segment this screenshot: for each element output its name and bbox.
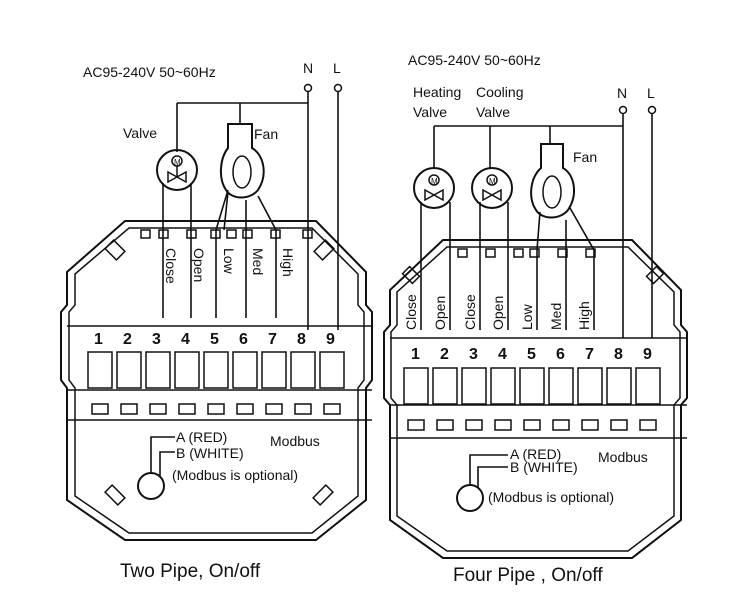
modbus-label: Modbus — [270, 433, 320, 449]
svg-text:M: M — [431, 177, 438, 186]
valve-motor-icon: M — [156, 149, 198, 191]
terminal-3: 3 — [152, 331, 161, 348]
terminal-1: 1 — [94, 331, 103, 348]
four-pipe-diagram: AC95-240V 50~60Hz N L Heating Valve Cool… — [383, 52, 688, 586]
terminal-2: 2 — [123, 331, 132, 348]
terminal-6: 6 — [239, 331, 248, 348]
supply-voltage-label: AC95-240V 50~60Hz — [83, 64, 216, 80]
fan-label: Fan — [573, 149, 597, 165]
wire-label-close: Close — [163, 248, 179, 284]
modbus-connector: A (RED) B (WHITE) Modbus (Modbus is opti… — [456, 446, 648, 512]
wire-label-open: Open — [191, 248, 207, 282]
modbus-b-label: B (WHITE) — [510, 459, 578, 475]
supply-voltage-label: AC95-240V 50~60Hz — [408, 52, 541, 68]
wire-label-low: Low — [221, 248, 237, 275]
two-pipe-diagram: AC95-240V 50~60Hz N L Valve M Fan — [60, 60, 373, 582]
line-terminal-icon — [647, 105, 657, 115]
terminal-8: 8 — [297, 331, 306, 348]
neutral-terminal-icon — [618, 105, 628, 115]
cooling-valve-motor-icon: M — [471, 167, 513, 209]
wire-label-high: High — [280, 248, 296, 277]
terminal-7: 7 — [268, 331, 277, 348]
fan-label: Fan — [254, 126, 278, 142]
cooling-valve-label: Cooling — [476, 84, 523, 100]
caption-four-pipe: Four Pipe , On/off — [453, 565, 603, 586]
modbus-connector: A (RED) B (WHITE) Modbus (Modbus is opti… — [137, 429, 320, 500]
wire-label-high: High — [576, 301, 592, 330]
terminal-5: 5 — [210, 331, 219, 348]
terminal-7: 7 — [585, 346, 594, 363]
wire-label-med: Med — [250, 248, 266, 275]
caption-two-pipe: Two Pipe, On/off — [120, 561, 261, 582]
wire-label-close-heating: Close — [403, 294, 419, 330]
heating-valve-label: Heating — [413, 84, 461, 100]
modbus-optional-note: (Modbus is optional) — [172, 467, 298, 483]
terminal-1: 1 — [411, 346, 420, 363]
terminal-3: 3 — [469, 346, 478, 363]
line-label: L — [647, 85, 655, 101]
neutral-label: N — [617, 85, 627, 101]
thermostat-body: 1 2 3 4 5 6 7 8 9 — [383, 239, 688, 559]
terminal-6: 6 — [556, 346, 565, 363]
thermostat-body: 1 2 3 4 5 6 7 8 9 — [60, 220, 373, 541]
svg-text:M: M — [174, 158, 181, 167]
svg-text:M: M — [489, 177, 496, 186]
modbus-b-label: B (WHITE) — [176, 445, 244, 461]
modbus-optional-note: (Modbus is optional) — [488, 489, 614, 505]
modbus-a-label: A (RED) — [510, 446, 561, 462]
modbus-label: Modbus — [598, 449, 648, 465]
fan-motor-icon — [220, 123, 265, 199]
neutral-label: N — [303, 60, 313, 76]
terminal-4: 4 — [181, 331, 190, 348]
line-terminal-icon — [333, 83, 343, 93]
wire-label-open-heating: Open — [432, 296, 448, 330]
line-label: L — [333, 60, 341, 76]
terminal-9: 9 — [326, 331, 335, 348]
cooling-valve-label-2: Valve — [476, 104, 510, 120]
wire-label-low: Low — [519, 303, 535, 330]
modbus-a-label: A (RED) — [176, 429, 227, 445]
terminal-5: 5 — [527, 346, 536, 363]
wire-label-open-cooling: Open — [490, 296, 506, 330]
wire-label-close-cooling: Close — [462, 294, 478, 330]
valve-label: Valve — [123, 125, 157, 141]
wire-label-med: Med — [548, 303, 564, 330]
heating-valve-motor-icon: M — [413, 167, 455, 209]
neutral-terminal-icon — [303, 83, 313, 93]
terminal-4: 4 — [498, 346, 507, 363]
fan-motor-icon — [530, 143, 575, 219]
terminal-9: 9 — [643, 346, 652, 363]
terminal-8: 8 — [614, 346, 623, 363]
terminal-2: 2 — [440, 346, 449, 363]
heating-valve-label-2: Valve — [413, 104, 447, 120]
